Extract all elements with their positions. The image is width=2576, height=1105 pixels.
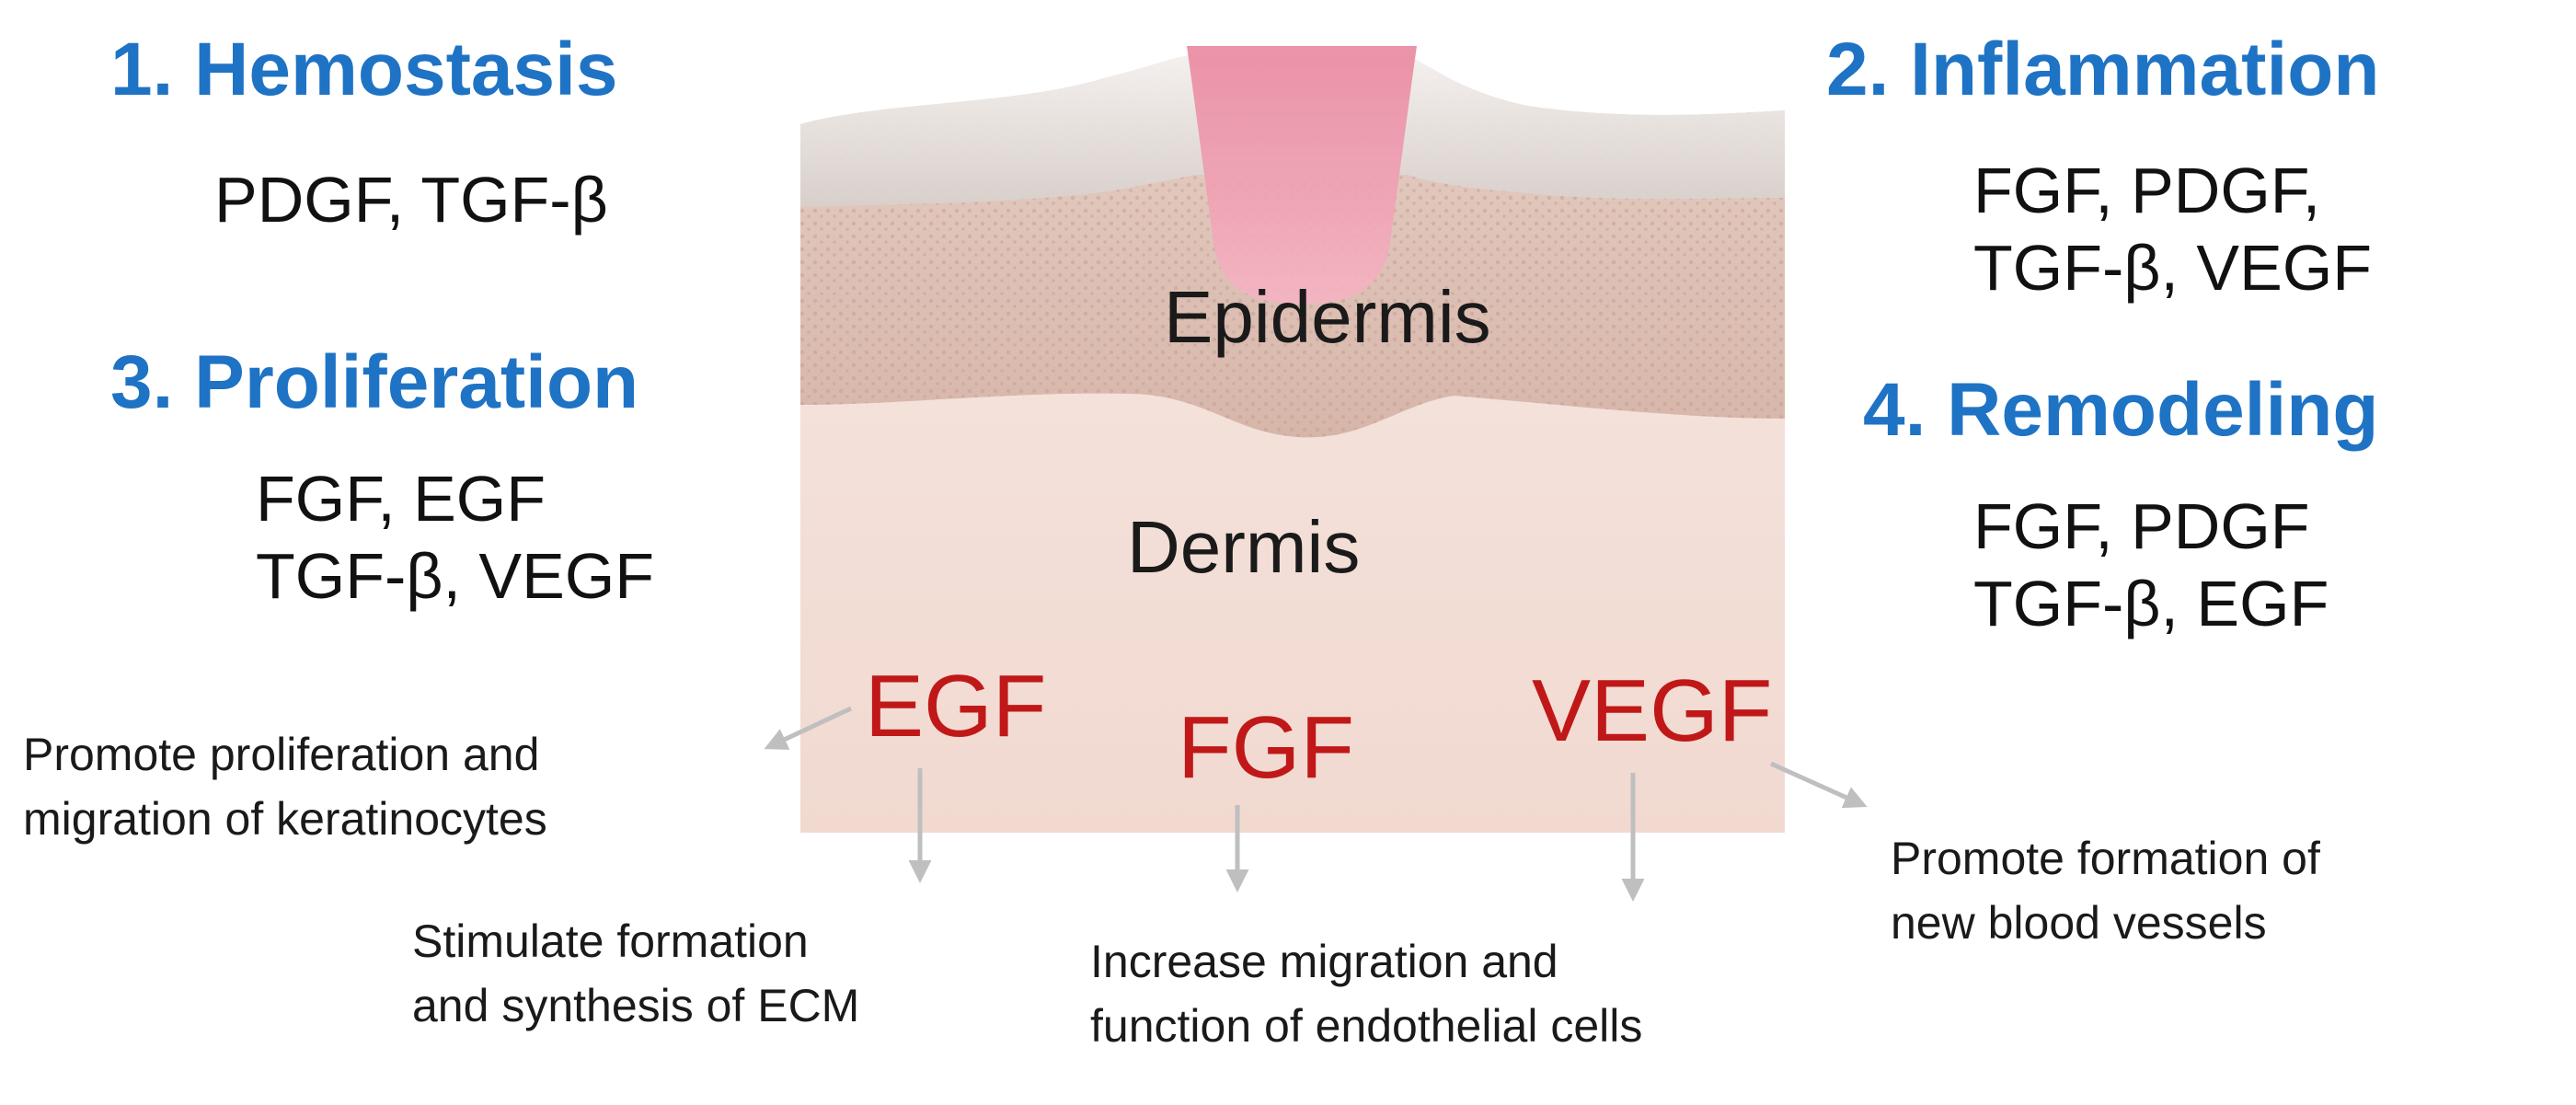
phase-title-remodeling: 4. Remodeling [1863, 368, 2379, 452]
dermis-label: Dermis [1127, 506, 1361, 588]
wound [1187, 46, 1417, 304]
phase-factors-inflammation: FGF, PDGF, TGF-β, VEGF [1973, 155, 2373, 304]
arrow-egf-keratinocytes [764, 706, 853, 750]
phase-factors-proliferation: FGF, EGF TGF-β, VEGF [256, 463, 655, 612]
phase-factors-hemostasis: PDGF, TGF-β [214, 164, 608, 236]
growth-factor-fgf: FGF [1178, 698, 1354, 797]
phase-title-proliferation: 3. Proliferation [110, 340, 639, 424]
phase-title-inflammation: 2. Inflammation [1826, 28, 2380, 111]
phase-factors-remodeling: FGF, PDGF TGF-β, EGF [1973, 490, 2329, 639]
arrow-vegf-blood-vessels [1769, 761, 1868, 809]
effect-endothelial: Increase migration and function of endot… [1090, 936, 1643, 1052]
epidermis-label: Epidermis [1164, 276, 1491, 358]
effect-blood-vessels: Promote formation of new blood vessels [1891, 833, 2320, 949]
growth-factor-egf: EGF [865, 657, 1047, 755]
growth-factor-vegf: VEGF [1532, 662, 1773, 760]
effect-ecm: Stimulate formation and synthesis of ECM [412, 915, 860, 1031]
dermis-layer [800, 304, 1785, 833]
phase-title-hemostasis: 1. Hemostasis [110, 28, 618, 111]
effect-keratinocytes: Promote proliferation and migration of k… [23, 729, 547, 845]
